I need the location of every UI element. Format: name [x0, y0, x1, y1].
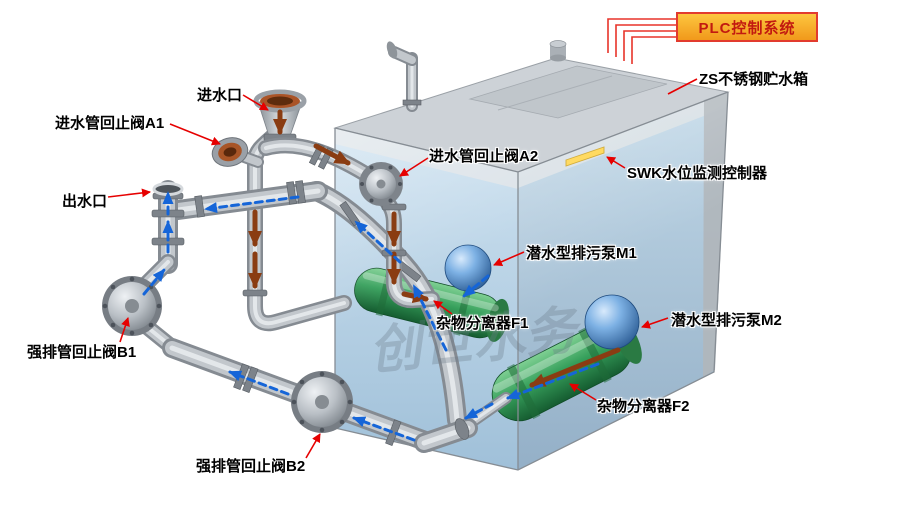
- label-discharge-check-valve-b1: 强排管回止阀B1: [27, 344, 137, 361]
- label-inlet-check-valve-a2: 进水管回止阀A2: [429, 148, 539, 165]
- tank-lid-panel: [468, 65, 668, 119]
- label-inlet-check-valve-a1: 进水管回止阀A1: [55, 115, 165, 132]
- label-discharge-check-valve-b2: 强排管回止阀B2: [196, 458, 306, 475]
- label-submersible-pump-m1: 潜水型排污泵M1: [526, 245, 637, 262]
- label-submersible-pump-m2: 潜水型排污泵M2: [671, 312, 782, 329]
- plc-control-wires: [607, 18, 676, 64]
- label-tank: ZS不锈钢贮水箱: [699, 71, 809, 88]
- plc-control-system-box: PLC控制系统: [676, 12, 818, 42]
- label-debris-separator-f2: 杂物分离器F2: [597, 398, 690, 415]
- callout-arrows: [107, 78, 698, 459]
- clean-flow-arrows: [142, 191, 600, 442]
- outlet-opening: [152, 182, 184, 196]
- label-swk-level-controller: SWK水位监测控制器: [627, 165, 767, 182]
- check-valve-b2: [291, 371, 353, 433]
- check-valve-a2-dome: [359, 162, 403, 206]
- label-debris-separator-f1: 杂物分离器F1: [436, 315, 529, 332]
- check-valve-a1-flange: [211, 137, 249, 167]
- lid-seam: [497, 75, 613, 111]
- tank-top-pipe: [386, 41, 422, 106]
- vent-fitting: [549, 40, 567, 62]
- tank-edges: [334, 91, 729, 471]
- label-outlet-port: 出水口: [62, 193, 108, 210]
- label-inlet-port: 进水口: [197, 87, 243, 104]
